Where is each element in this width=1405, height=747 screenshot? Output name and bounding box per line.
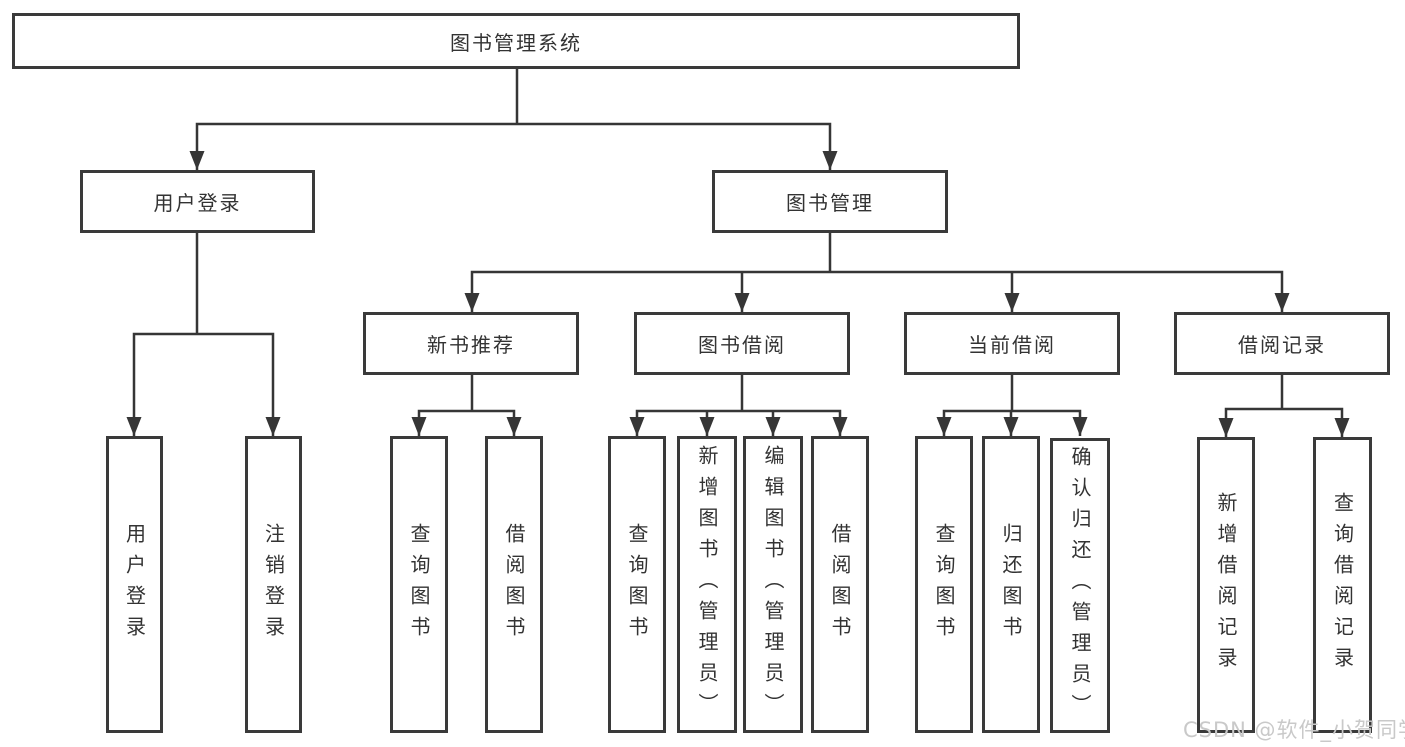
- node-label: 归还图书: [999, 522, 1023, 647]
- node-label: 当前借阅: [968, 333, 1056, 357]
- node-edit-books-admin: 编辑图书（管理员）: [743, 436, 803, 733]
- node-label: 查询借阅记录: [1330, 492, 1355, 678]
- node-logout: 注销登录: [245, 436, 302, 733]
- node-return-books: 归还图书: [982, 436, 1040, 733]
- node-label: 查询图书: [932, 522, 956, 647]
- node-user-login-branch: 用户登录: [80, 170, 315, 233]
- node-user-login: 用户登录: [106, 436, 163, 733]
- node-label: 编辑图书（管理员）: [761, 445, 785, 724]
- node-borrow-books-recommend: 借阅图书: [485, 436, 543, 733]
- node-label: 新增图书（管理员）: [695, 445, 719, 724]
- node-library-system: 图书管理系统: [12, 13, 1020, 69]
- node-borrow-records: 借阅记录: [1174, 312, 1390, 375]
- node-label: 借阅图书: [828, 522, 852, 647]
- node-query-books-borrow: 查询图书: [608, 436, 666, 733]
- node-book-borrow: 图书借阅: [634, 312, 850, 375]
- node-new-book-recommend: 新书推荐: [363, 312, 579, 375]
- node-label: 图书管理: [786, 191, 874, 215]
- node-current-borrow: 当前借阅: [904, 312, 1120, 375]
- node-label: 注销登录: [261, 522, 286, 647]
- node-label: 查询图书: [625, 522, 649, 647]
- node-label: 图书借阅: [698, 333, 786, 357]
- node-borrow-books: 借阅图书: [811, 436, 869, 733]
- node-label: 借阅记录: [1238, 333, 1326, 357]
- node-add-books-admin: 新增图书（管理员）: [677, 436, 737, 733]
- node-label: 借阅图书: [502, 522, 526, 647]
- node-label: 图书管理系统: [450, 30, 582, 55]
- node-add-borrow-record: 新增借阅记录: [1197, 437, 1255, 733]
- node-label: 查询图书: [407, 522, 431, 647]
- node-label: 用户登录: [122, 522, 147, 647]
- node-query-books-recommend: 查询图书: [390, 436, 448, 733]
- node-query-borrow-record: 查询借阅记录: [1313, 437, 1372, 733]
- node-label: 新增借阅记录: [1214, 492, 1238, 678]
- connector-lines: [132, 69, 1344, 437]
- node-confirm-return-admin: 确认归还（管理员）: [1050, 438, 1110, 733]
- node-query-books-current: 查询图书: [915, 436, 973, 733]
- csdn-watermark: CSDN @软件_小贺同学: [1183, 718, 1405, 742]
- arrowheads: [126, 151, 1350, 437]
- node-label: 新书推荐: [427, 333, 515, 357]
- node-book-management-branch: 图书管理: [712, 170, 948, 233]
- node-label: 用户登录: [153, 191, 242, 215]
- node-label: 确认归还（管理员）: [1068, 446, 1092, 725]
